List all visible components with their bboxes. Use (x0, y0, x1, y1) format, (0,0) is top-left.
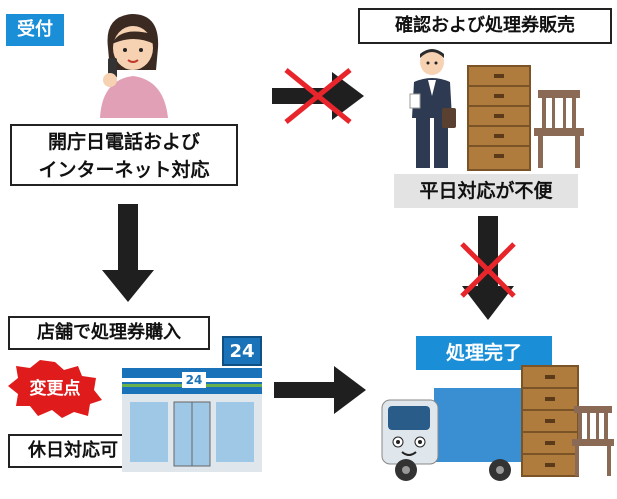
weekday-inconvenient-label-box: 平日対応が不便 (394, 174, 578, 208)
store-roof-number-wrap: 24 (182, 372, 206, 388)
chair-top (534, 90, 584, 168)
phone-internet-box: 開庁日電話および インターネット対応 (10, 124, 238, 186)
confirm-sale-label: 確認および処理券販売 (395, 15, 575, 36)
garbage-truck-illustration (381, 388, 528, 481)
crossed-arrow-right (272, 68, 364, 124)
drawer-chest-bottom (521, 365, 579, 477)
store-purchase-label: 店舗で処理券購入 (37, 322, 181, 343)
store-roof-number: 24 (185, 373, 203, 387)
man-illustration (409, 49, 456, 168)
store-sign: 24 (222, 336, 262, 366)
confirm-sale-box: 確認および処理券販売 (358, 8, 612, 44)
phone-internet-line1: 開庁日電話および (47, 131, 200, 153)
phone-internet-line2: インターネット対応 (38, 159, 210, 181)
store-sign-number: 24 (229, 341, 255, 362)
arrow-right-bottom (274, 366, 366, 414)
weekday-inconvenient-label: 平日対応が不便 (419, 180, 553, 202)
woman-phone-illustration (100, 14, 168, 118)
done-label: 処理完了 (445, 342, 522, 364)
chair-bottom (572, 406, 614, 476)
holiday-ok-label: 休日対応可 (28, 440, 118, 461)
reception-label: 受付 (17, 19, 53, 40)
done-tag: 処理完了 (416, 336, 552, 370)
crossed-arrow-down (460, 216, 516, 320)
holiday-ok-box: 休日対応可 (8, 434, 138, 468)
store-purchase-box: 店舗で処理券購入 (8, 316, 210, 350)
change-point-label: 変更点 (29, 379, 81, 399)
change-point-label-wrap: 変更点 (6, 374, 104, 399)
arrow-down-left (102, 204, 154, 302)
drawer-chest-top (467, 65, 531, 171)
change-point-burst (8, 360, 102, 418)
reception-tag: 受付 (6, 14, 64, 46)
